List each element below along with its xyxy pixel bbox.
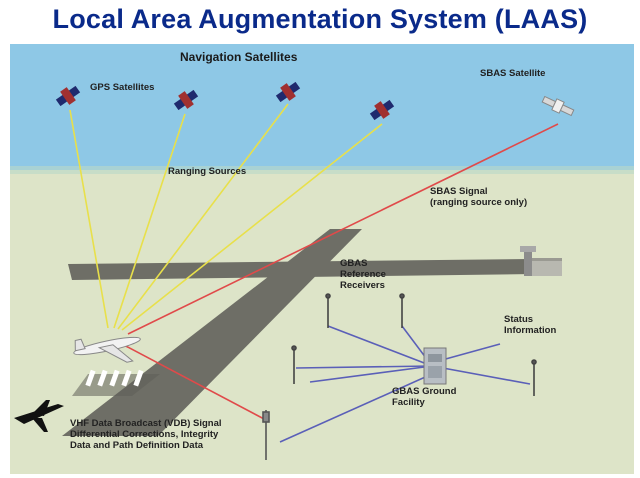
silhouette-airplane-icon [14, 400, 64, 432]
control-tower-icon [520, 246, 562, 276]
satellite-icon [275, 81, 301, 103]
laas-diagram: Navigation Satellites GPS Satellites SBA… [10, 44, 634, 474]
gps-satellites-label: GPS Satellites [90, 82, 155, 93]
gbas-reference-receivers-label: GBAS Reference Receivers [340, 258, 386, 291]
satellite-icon [55, 85, 81, 107]
sky [10, 44, 634, 172]
vdb-signal-label: VHF Data Broadcast (VDB) Signal Differen… [70, 418, 222, 451]
satellite-icon [369, 99, 395, 121]
antenna-icon [291, 345, 297, 384]
antenna-icon [325, 293, 331, 328]
navigation-satellites-label: Navigation Satellites [180, 50, 298, 64]
sbas-satellite-label: SBAS Satellite [480, 68, 546, 79]
vdb-antenna-icon [262, 410, 270, 460]
sbas-signal-label: SBAS Signal (ranging source only) [430, 186, 528, 208]
horizon [10, 166, 634, 174]
airplane-icon [73, 336, 141, 363]
gbas-ground-facility-label: GBAS Ground Facility [392, 386, 457, 408]
ground-facility-icon [423, 347, 447, 385]
antenna-icon [531, 359, 537, 396]
ranging-sources-label: Ranging Sources [168, 166, 247, 177]
ground-facility-links [279, 325, 531, 443]
vdb-signal-line [121, 343, 267, 421]
page-title: Local Area Augmentation System (LAAS) [52, 4, 588, 34]
status-information-label: Status Information [504, 314, 557, 336]
sbas-signal-line [127, 123, 559, 335]
antenna-icon [399, 293, 405, 328]
runway-markings [85, 369, 144, 387]
diagram-canvas [10, 44, 634, 474]
satellite-icon [173, 89, 199, 111]
gps-ranging-lines [69, 103, 383, 331]
sbas-satellite-icon [541, 95, 575, 117]
